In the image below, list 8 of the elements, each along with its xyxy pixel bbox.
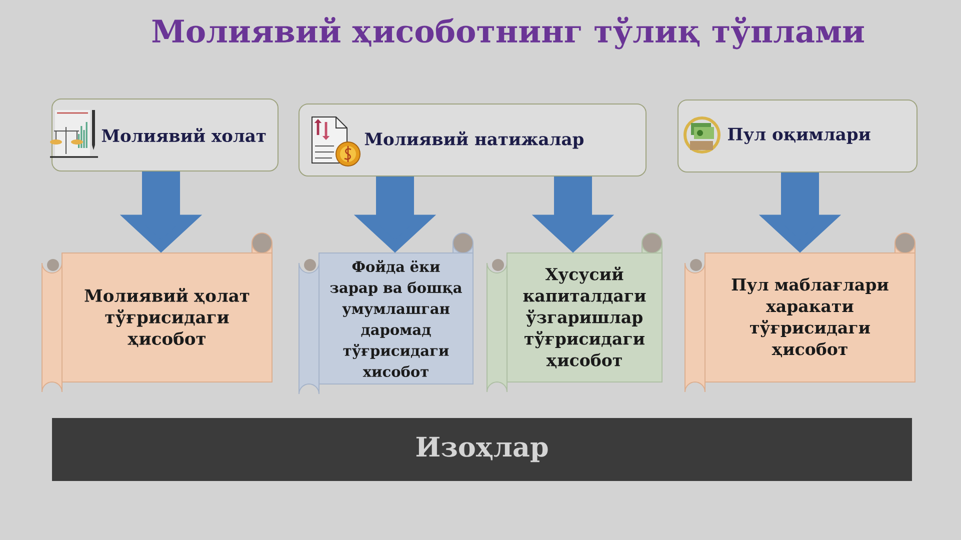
title: Молиявий ҳисоботнинг тўлиқ тўплами — [152, 16, 864, 50]
banner-bar: Изоҳлар — [52, 418, 912, 481]
scroll-box: Хусусий капиталдаги ўзгаришлар тўғрисидаги ҳисобот — [486, 232, 662, 392]
rounded-box: Пул оқимлари — [678, 100, 918, 172]
scroll-box: Фойда ёки зарар ва бошқа умумлашган даромад тўғрисидаги хисобот — [298, 232, 474, 394]
rounded-box: Молиявий натижалар — [298, 104, 646, 176]
scroll-box: Пул маблағлари харакати тўғрисидаги ҳисобот — [684, 232, 916, 392]
scroll-box: Молиявий ҳолат тўғрисидаги ҳисобот — [42, 232, 272, 392]
